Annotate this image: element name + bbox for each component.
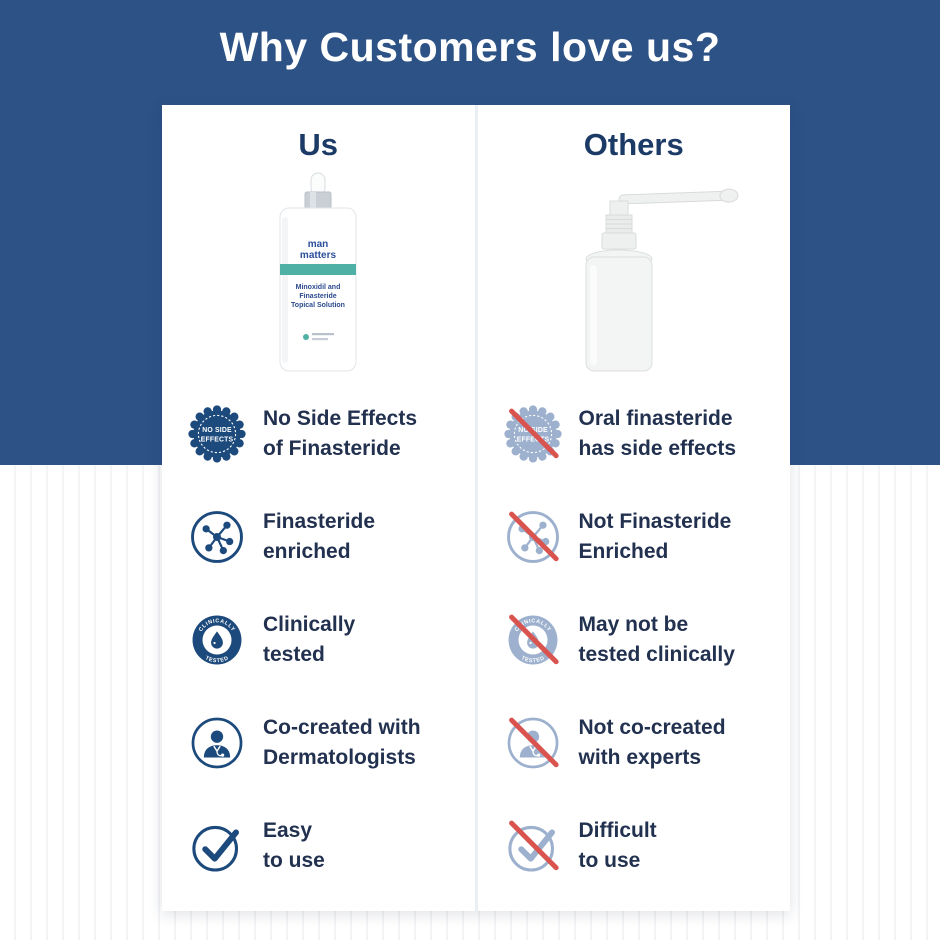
- feature-row: No Side Effects of Finasteride: [188, 382, 475, 485]
- us-feature-list: No Side Effects of Finasteride Finasteri…: [188, 382, 475, 897]
- us-product-area: man matters Minoxidil and Finasteride To…: [162, 171, 475, 376]
- spray-bottle-image: [585, 188, 739, 372]
- feature-line1: Co-created with: [263, 715, 421, 739]
- feature-line2: Enriched: [578, 539, 669, 563]
- feature-text: Easy to use: [263, 816, 325, 876]
- checkmark-icon: [188, 817, 246, 875]
- others-feature-list: Oral finasteride has side effects Not Fi…: [504, 382, 791, 897]
- feature-row: Not Finasteride Enriched: [504, 485, 791, 588]
- feature-row: Co-created with Dermatologists: [188, 691, 475, 794]
- feature-line2: with experts: [578, 745, 702, 769]
- others-product-area: [478, 171, 791, 376]
- feature-line1: May not be: [578, 612, 689, 636]
- molecule-icon: [188, 508, 246, 566]
- feature-line1: Not Finasteride: [578, 509, 732, 533]
- feature-line2: of Finasteride: [263, 436, 401, 460]
- page-title: Why Customers love us?: [219, 24, 721, 70]
- bottle-brand-line1: man: [308, 239, 329, 250]
- feature-line2: tested: [263, 642, 325, 666]
- checkmark-crossed-icon: [504, 817, 562, 875]
- feature-text: Finasteride enriched: [263, 507, 375, 567]
- feature-line1: Clinically: [263, 612, 356, 636]
- feature-text: Co-created with Dermatologists: [263, 713, 421, 773]
- feature-line2: Dermatologists: [263, 745, 416, 769]
- molecule-crossed-icon: [504, 508, 562, 566]
- bottle-title-line3: Topical Solution: [291, 302, 345, 309]
- feature-text: Clinically tested: [263, 610, 355, 670]
- dermatologist-icon: [188, 714, 246, 772]
- feature-line1: Not co-created: [578, 715, 726, 739]
- feature-line1: Easy: [263, 818, 313, 842]
- feature-row: May not be tested clinically: [504, 588, 791, 691]
- bottle-brand-line2: matters: [300, 250, 337, 261]
- column-others: Others: [474, 105, 791, 911]
- feature-row: Clinically tested: [188, 588, 475, 691]
- feature-line2: to use: [578, 848, 641, 872]
- feature-text: Oral finasteride has side effects: [579, 404, 737, 464]
- column-others-header: Others: [583, 127, 684, 162]
- feature-text: No Side Effects of Finasteride: [263, 404, 417, 464]
- dropper-bottle-image: man matters Minoxidil and Finasteride To…: [279, 172, 357, 372]
- bottle-title-line2: Finasteride: [300, 293, 337, 300]
- no-side-effects-seal-icon: [188, 405, 246, 463]
- bottle-teal-band: [280, 264, 357, 275]
- feature-line1: Finasteride: [263, 509, 376, 533]
- clinically-tested-badge-icon: [188, 611, 246, 669]
- clinically-tested-badge-crossed-icon: [504, 611, 562, 669]
- feature-text: Not Finasteride Enriched: [579, 507, 732, 567]
- feature-row: Difficult to use: [504, 794, 791, 897]
- no-side-effects-seal-crossed-icon: [504, 405, 562, 463]
- dermatologist-crossed-icon: [504, 714, 562, 772]
- feature-text: Difficult to use: [579, 816, 657, 876]
- feature-row: Oral finasteride has side effects: [504, 382, 791, 485]
- feature-row: Easy to use: [188, 794, 475, 897]
- feature-line2: tested clinically: [578, 642, 735, 666]
- feature-line2: enriched: [263, 539, 351, 563]
- comparison-card: Us man matters Minoxidil and Finasteride…: [162, 105, 790, 911]
- feature-line1: Oral finasteride: [578, 406, 733, 430]
- feature-line2: has side effects: [578, 436, 737, 460]
- feature-text: Not co-created with experts: [579, 713, 726, 773]
- feature-line1: No Side Effects: [263, 406, 418, 430]
- feature-row: Not co-created with experts: [504, 691, 791, 794]
- bottle-title-line1: Minoxidil and: [296, 284, 341, 291]
- column-us-header: Us: [298, 127, 339, 162]
- feature-line1: Difficult: [578, 818, 657, 842]
- column-us: Us man matters Minoxidil and Finasteride…: [162, 105, 475, 911]
- feature-row: Finasteride enriched: [188, 485, 475, 588]
- feature-line2: to use: [263, 848, 325, 872]
- feature-text: May not be tested clinically: [579, 610, 735, 670]
